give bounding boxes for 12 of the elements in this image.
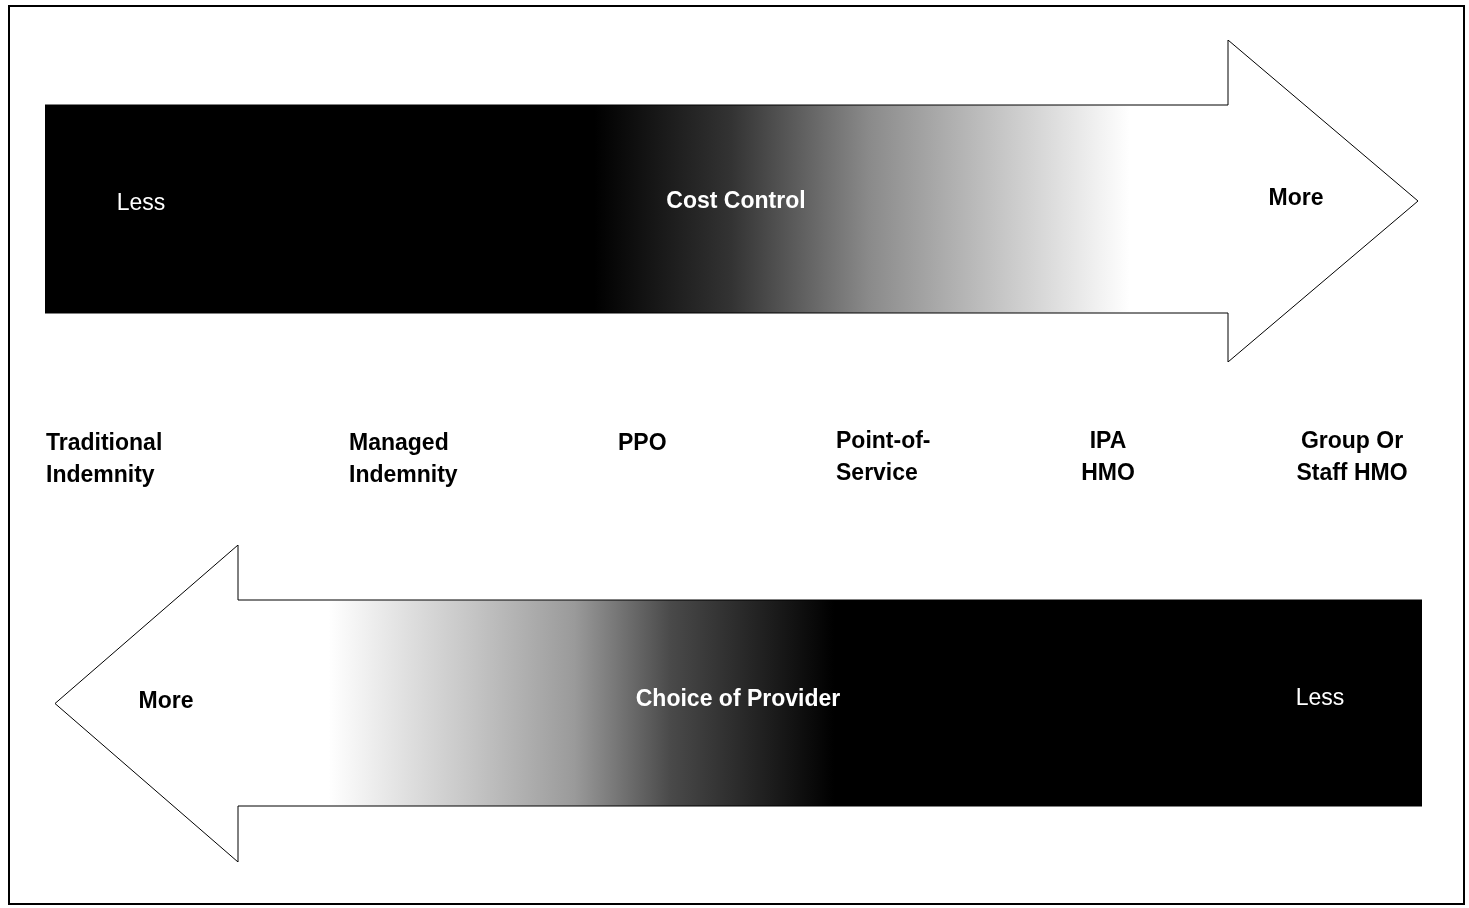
plan-type-label: Group Or Staff HMO — [1295, 426, 1409, 487]
plan-type-label: Managed Indemnity — [349, 428, 459, 489]
less-label: Less — [1295, 685, 1345, 709]
more-label: More — [1268, 185, 1324, 209]
less-label: Less — [116, 190, 166, 214]
plan-type-label: Point-of- Service — [836, 426, 932, 487]
more-label: More — [138, 688, 194, 712]
plan-type-label: Traditional Indemnity — [46, 428, 164, 489]
arrow-title: Cost Control — [666, 188, 806, 212]
plan-type-label: PPO — [618, 428, 668, 457]
plan-type-label: IPA HMO — [1080, 426, 1136, 487]
arrow-title: Choice of Provider — [635, 686, 841, 710]
